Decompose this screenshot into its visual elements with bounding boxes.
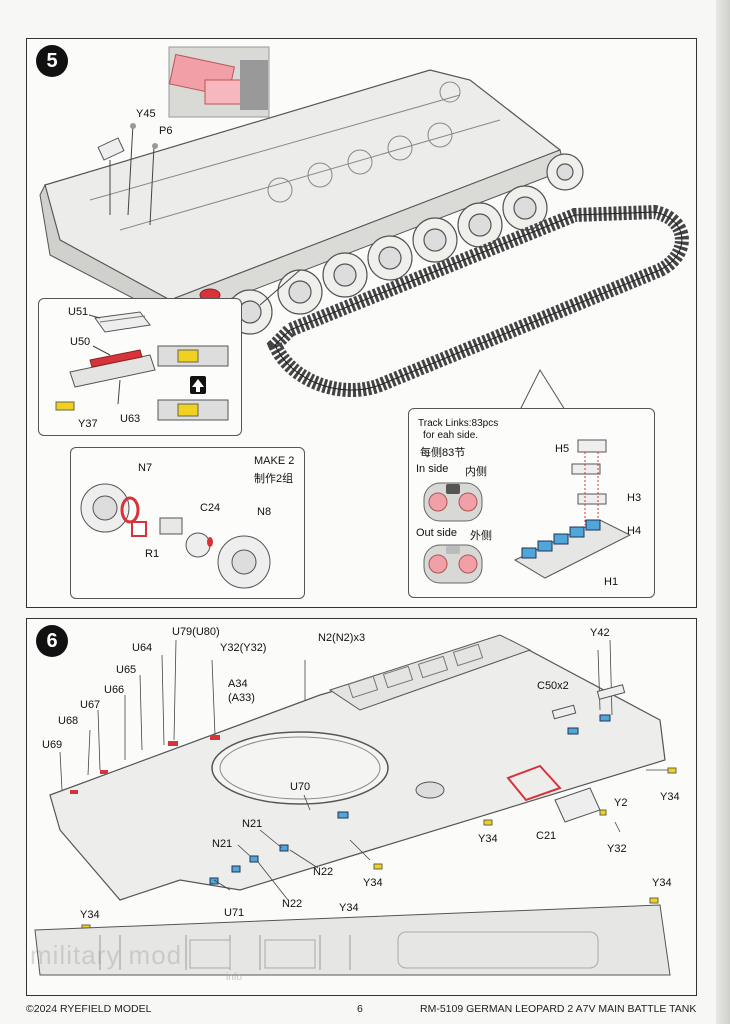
part-label-u50: U50 (70, 336, 91, 348)
part-label-h4: H4 (627, 525, 642, 537)
in-side-label-cn: 内侧 (465, 466, 487, 478)
pink-detail-highlight (168, 53, 246, 105)
make-two-note-cn: 制作2组 (254, 473, 294, 485)
part-label-h5: H5 (555, 443, 570, 455)
part-label-u66: U66 (104, 684, 125, 696)
part-label-c21: C21 (536, 830, 557, 842)
part-label-n22-b: N22 (282, 898, 303, 910)
part-label-u79: U79(U80) (172, 626, 220, 638)
part-label-a34: A34 (228, 678, 248, 690)
part-label-y37: Y37 (78, 418, 98, 430)
part-label-a33: (A33) (228, 692, 255, 704)
part-label-y34-c: Y34 (363, 877, 383, 889)
out-side-label: Out side (416, 527, 457, 539)
part-label-u69: U69 (42, 739, 63, 751)
part-label-n8: N8 (257, 506, 272, 518)
part-label-n21-b: N21 (212, 838, 233, 850)
track-links-per-side: for eah side. (423, 430, 479, 441)
part-label-u64: U64 (132, 642, 153, 654)
part-label-n21-a: N21 (242, 818, 263, 830)
footer-product-title: RM-5109 GERMAN LEOPARD 2 A7V MAIN BATTLE… (420, 1003, 697, 1015)
out-side-label-cn: 外侧 (470, 530, 492, 542)
footer-copyright: ©2024 RYEFIELD MODEL (26, 1003, 152, 1015)
make-two-note: MAKE 2 (254, 455, 295, 467)
part-label-h1: H1 (604, 576, 619, 588)
in-side-label: In side (416, 463, 449, 475)
part-label-u51: U51 (68, 306, 89, 318)
part-label-u70: U70 (290, 781, 311, 793)
step-5-number: 5 (36, 45, 68, 77)
part-label-c24: C24 (200, 502, 221, 514)
part-label-p6: P6 (159, 125, 173, 137)
part-label-y34-f: Y34 (339, 902, 359, 914)
part-label-n7: N7 (138, 462, 153, 474)
footer-page-number: 6 (357, 1003, 363, 1015)
part-label-y2: Y2 (614, 797, 628, 809)
part-label-y34-a: Y34 (660, 791, 680, 803)
part-label-y32y: Y32(Y32) (220, 642, 267, 654)
track-links-cn: 每侧83节 (420, 447, 466, 459)
part-label-h3: H3 (627, 492, 642, 504)
part-label-c50: C50x2 (537, 680, 569, 692)
part-label-y34-d: Y34 (652, 877, 672, 889)
part-label-u65: U65 (116, 664, 137, 676)
part-label-y34-e: Y34 (80, 909, 100, 921)
step-6-number: 6 (36, 625, 68, 657)
track-links-count: Track Links:83pcs (418, 418, 499, 429)
page-edge-shadow (716, 0, 730, 1024)
part-label-n22-a: N22 (313, 866, 334, 878)
part-label-u63: U63 (120, 413, 141, 425)
part-label-u67: U67 (80, 699, 101, 711)
part-label-r1: R1 (145, 548, 160, 560)
part-label-y34-b: Y34 (478, 833, 498, 845)
part-label-u68: U68 (58, 715, 79, 727)
part-label-y32: Y32 (607, 843, 627, 855)
part-label-n2: N2(N2)x3 (318, 632, 366, 644)
part-label-y45: Y45 (136, 108, 156, 120)
watermark-text: military mod (30, 940, 183, 970)
watermark-sub: info (226, 972, 243, 983)
part-label-y42: Y42 (590, 627, 610, 639)
part-label-u71: U71 (224, 907, 245, 919)
